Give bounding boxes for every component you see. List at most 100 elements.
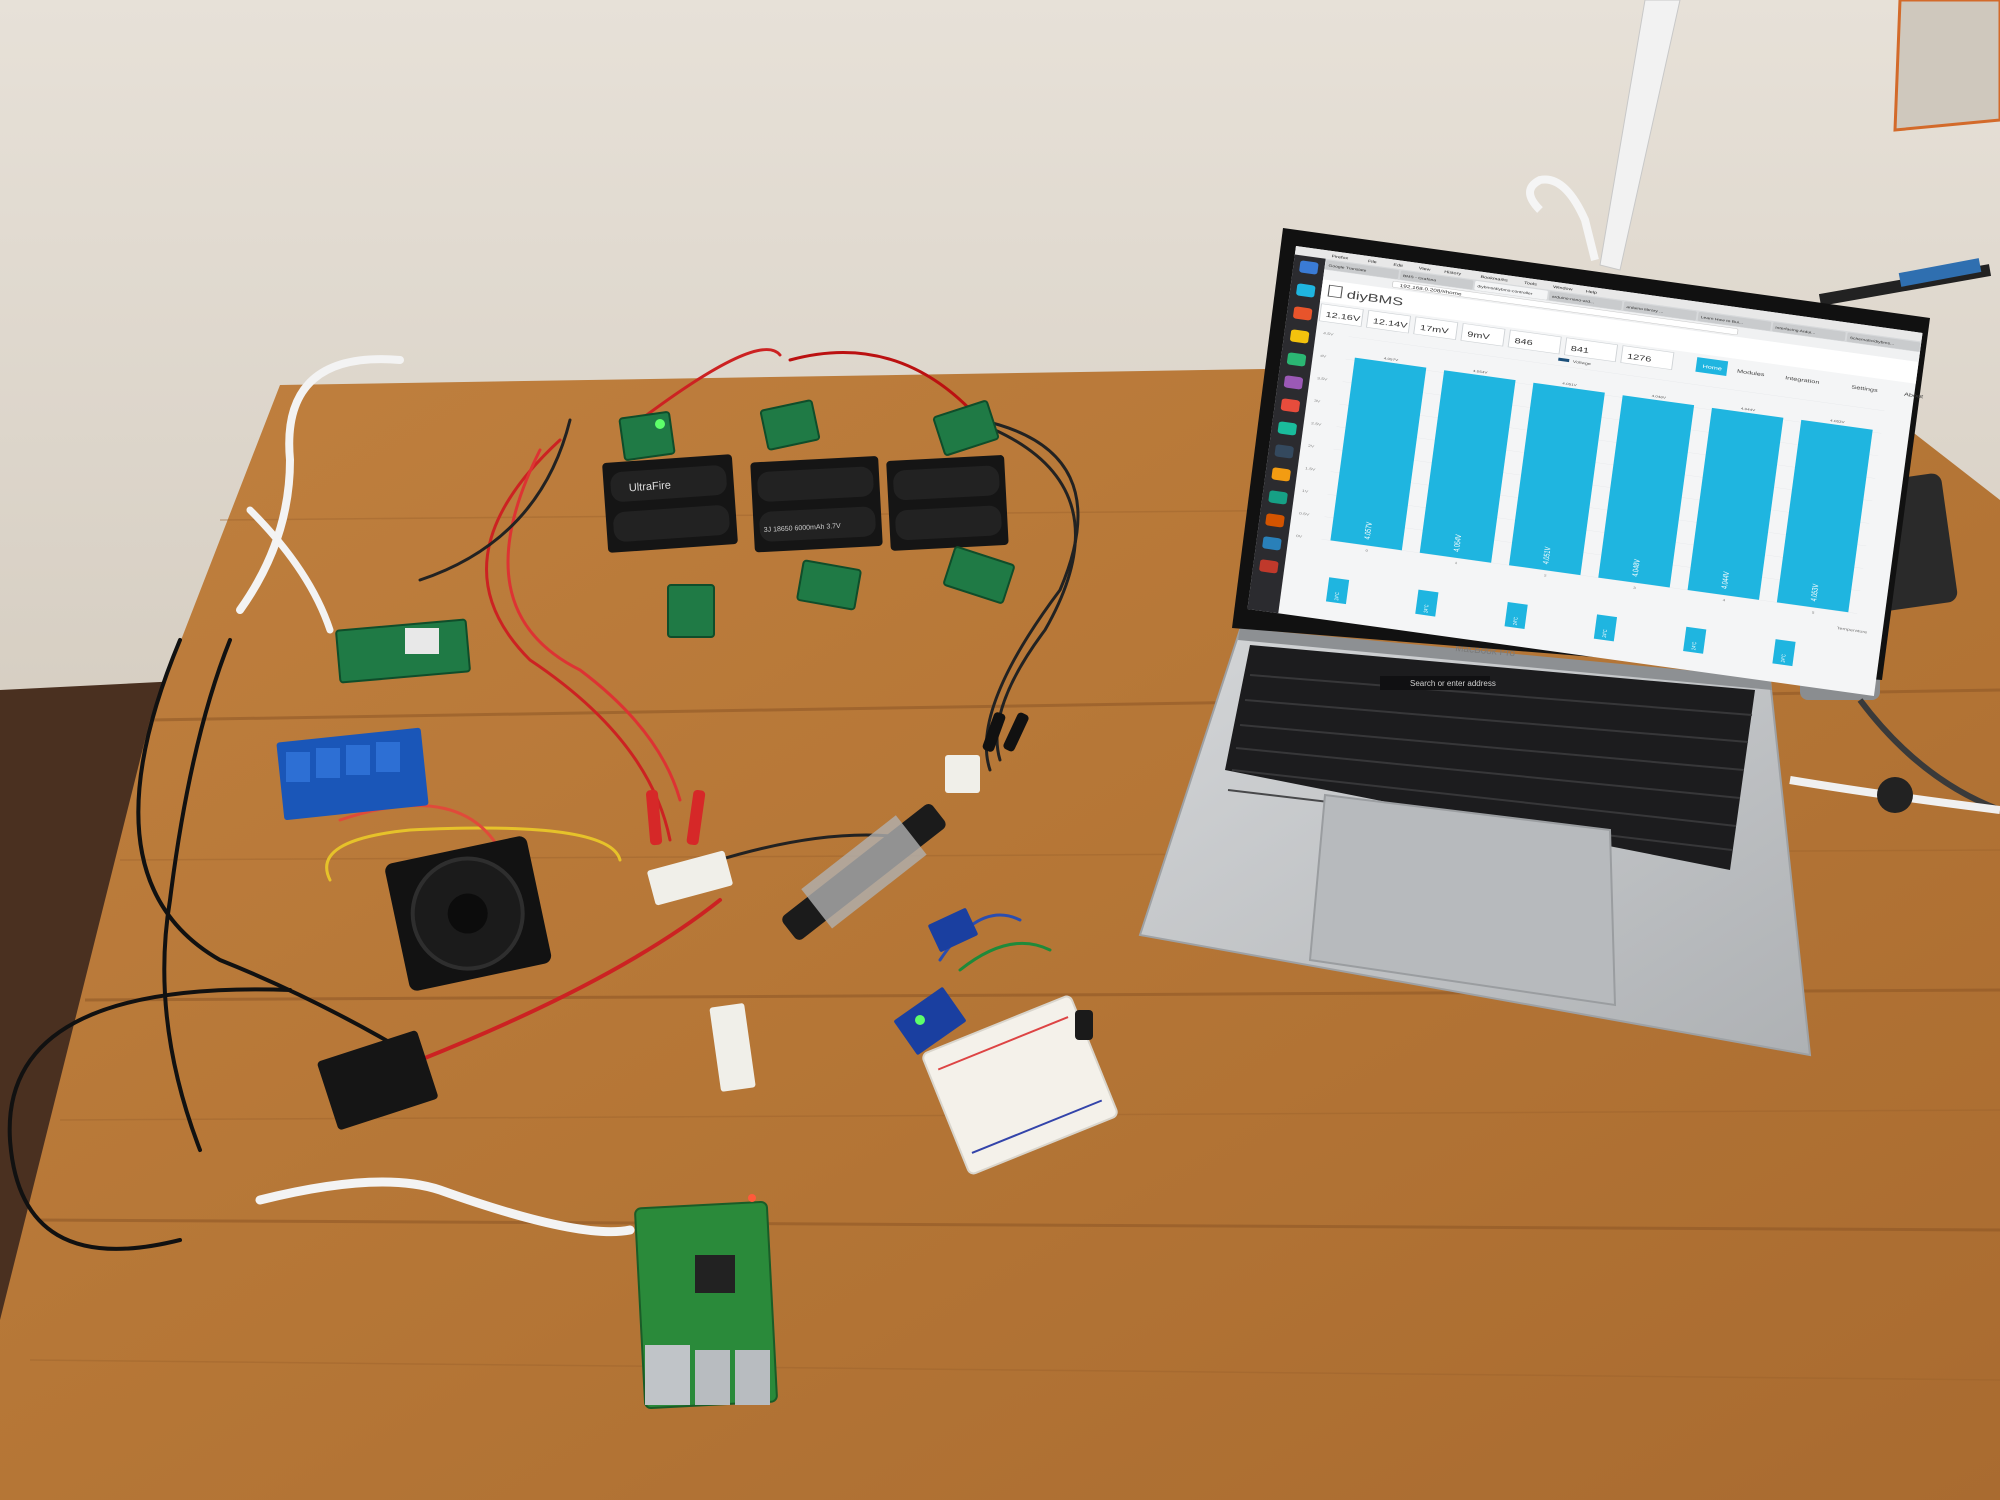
- info-box: [1620, 345, 1675, 370]
- browser-tab-label: Google Translate: [1328, 263, 1367, 272]
- grid-line: [1330, 471, 1867, 547]
- menu-item[interactable]: Edit: [1393, 263, 1404, 268]
- browser-tab-label: Schematic/diybms...: [1849, 336, 1894, 346]
- grid-line: [1348, 336, 1885, 412]
- touchbar-search[interactable]: Search or enter address: [1410, 679, 1496, 688]
- info-box-value: 9mV: [1467, 330, 1491, 341]
- browser-tab[interactable]: [1474, 280, 1548, 300]
- arduino-nano: [894, 987, 966, 1055]
- info-box: [1563, 337, 1619, 363]
- dock-app-icon[interactable]: [1271, 467, 1291, 482]
- browser-tab[interactable]: [1846, 332, 1921, 352]
- temperature-label: 24°C: [1780, 653, 1787, 662]
- nav-label: Integration: [1785, 375, 1821, 385]
- y-tick-label: 3.5V: [1317, 376, 1328, 381]
- menu-item[interactable]: File: [1368, 259, 1378, 264]
- x-tick-label: 5: [1812, 610, 1815, 614]
- nav-label: Modules: [1737, 369, 1765, 378]
- raspberry-pi: [634, 1194, 778, 1410]
- browser-tab[interactable]: [1548, 291, 1623, 311]
- dock-app-icon[interactable]: [1259, 559, 1279, 574]
- menu-item[interactable]: History: [1444, 270, 1462, 276]
- temperature-label: 24°C: [1333, 591, 1340, 600]
- cell-module-pcb: [759, 399, 821, 451]
- cell-module-pcb: [943, 546, 1015, 604]
- dock-app-icon[interactable]: [1265, 513, 1285, 528]
- dock-app-icon[interactable]: [1280, 398, 1300, 413]
- grid-line: [1336, 426, 1873, 502]
- dock-app-icon[interactable]: [1286, 352, 1307, 367]
- grid-line: [1345, 358, 1882, 434]
- menu-item[interactable]: Firefox: [1331, 254, 1349, 260]
- x-tick-label: 4: [1722, 598, 1726, 602]
- y-tick-label: 2V: [1308, 444, 1315, 449]
- browser-tab-label: Interfacing Ardui...: [1775, 325, 1816, 334]
- browser-tab[interactable]: [1623, 301, 1697, 321]
- dock-app-icon[interactable]: [1277, 421, 1297, 436]
- nav-home[interactable]: [1695, 357, 1729, 376]
- address-bar[interactable]: [1392, 281, 1739, 335]
- browser-tab[interactable]: [1697, 311, 1772, 331]
- grid-line: [1342, 381, 1879, 457]
- cell-module-pcb: [932, 400, 1000, 456]
- menu-item[interactable]: Bookmarks: [1480, 275, 1508, 283]
- y-tick-label: 1V: [1302, 489, 1309, 494]
- browser-tab[interactable]: [1772, 322, 1846, 342]
- bar-value-label: 4.057V: [1364, 521, 1375, 540]
- battery-brand-label: UltraFire: [628, 479, 671, 494]
- legend-label: Voltage: [1573, 360, 1592, 366]
- bar-top-label: 4.057V: [1384, 356, 1399, 362]
- menu-item[interactable]: Tools: [1524, 281, 1538, 287]
- dock-app-icon[interactable]: [1262, 536, 1282, 551]
- info-box: [1507, 329, 1562, 355]
- menu-item[interactable]: Help: [1586, 289, 1598, 295]
- dock-app-icon[interactable]: [1283, 375, 1304, 390]
- legend-swatch: [1558, 357, 1570, 363]
- temperature-bar: [1504, 601, 1528, 629]
- dock-app-icon[interactable]: [1296, 283, 1316, 298]
- voltage-bar: [1419, 370, 1516, 563]
- voltage-bar: [1776, 419, 1873, 613]
- controller-pcb: [335, 618, 471, 684]
- menu-item[interactable]: View: [1419, 266, 1432, 272]
- bar-top-label: 4.053V: [1830, 418, 1845, 424]
- temperature-label: 24°C: [1691, 641, 1698, 650]
- temperature-bar: [1415, 589, 1439, 617]
- info-box: [1318, 303, 1364, 327]
- y-tick-label: 4.5V: [1323, 331, 1334, 336]
- terminal-block: [709, 1003, 756, 1092]
- laptop-screen: FirefoxFileEditViewHistoryBookmarksTools…: [1247, 246, 1924, 696]
- voltage-bar: [1598, 395, 1695, 588]
- grid-line: [1333, 448, 1870, 524]
- breadboard: [922, 995, 1118, 1175]
- cell-module-pcb: [618, 411, 676, 461]
- temperature-label: 24°C: [1512, 616, 1519, 625]
- cooling-fan: [385, 836, 552, 991]
- dock-app-icon[interactable]: [1268, 490, 1288, 505]
- nav-label: Settings: [1851, 384, 1878, 393]
- dock-app-icon[interactable]: [1299, 260, 1319, 275]
- nav-label: About: [1904, 392, 1924, 400]
- voltage-bar: [1508, 382, 1605, 576]
- wall-poster: [1893, 0, 2000, 132]
- menu-item[interactable]: Window: [1553, 285, 1574, 292]
- grid-line: [1321, 538, 1858, 614]
- y-tick-label: 2.5V: [1311, 421, 1322, 426]
- info-box: [1413, 316, 1459, 340]
- info-box-value: 846: [1514, 337, 1533, 347]
- x-tick-label: 1: [1455, 561, 1458, 565]
- app-header: [1320, 279, 1919, 384]
- laptop-trackpad[interactable]: [1308, 793, 1617, 1007]
- bar-value-label: 4.051V: [1542, 546, 1553, 565]
- x-tick-label: 0: [1365, 548, 1368, 552]
- browser-tab[interactable]: [1325, 260, 1399, 280]
- dock-app-icon[interactable]: [1293, 306, 1313, 321]
- cell-module-pcb: [667, 584, 715, 638]
- lamp-arm: [1599, 0, 1681, 271]
- grid-line: [1339, 403, 1876, 479]
- dock-app-icon[interactable]: [1274, 444, 1294, 459]
- browser-tab[interactable]: [1399, 270, 1474, 290]
- dock-app-icon[interactable]: [1290, 329, 1310, 344]
- info-box: [1366, 309, 1412, 334]
